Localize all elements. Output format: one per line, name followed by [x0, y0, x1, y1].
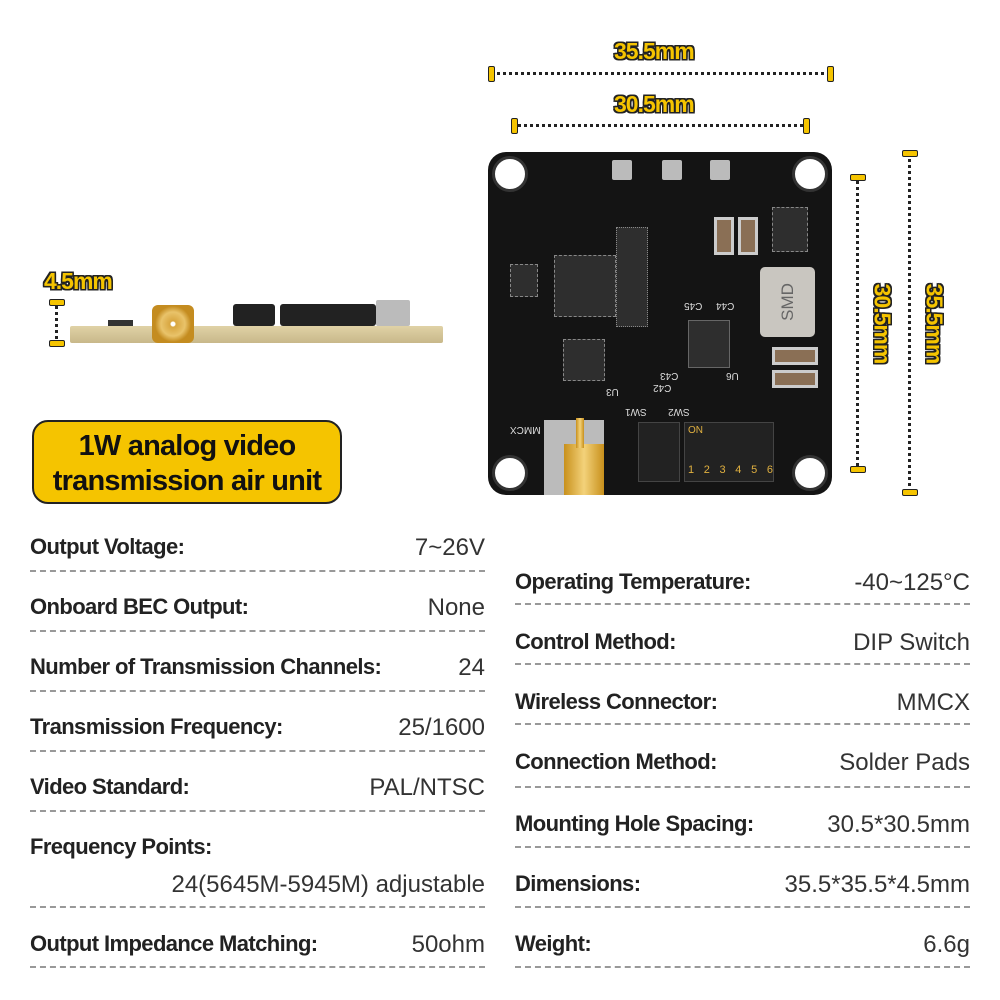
dip-switch-2pos[interactable]	[638, 422, 680, 482]
spec-row: Connection Method: Solder Pads	[515, 747, 970, 788]
label-c44: C44	[716, 300, 735, 311]
spec-label: Output Impedance Matching:	[30, 931, 318, 956]
spec-value: -40~125°C	[854, 569, 970, 596]
capacitor	[738, 217, 758, 255]
capacitor	[772, 347, 818, 365]
dimension-height-holes: 30.5mm	[869, 283, 896, 364]
spec-value: 30.5*30.5mm	[827, 811, 970, 838]
spec-label: Output Voltage:	[30, 534, 185, 559]
main-chip	[554, 255, 616, 317]
spec-label: Dimensions:	[515, 871, 641, 896]
dip-switch-side	[233, 304, 275, 326]
label-on: ON	[688, 425, 703, 436]
solder-pad	[612, 160, 632, 180]
spec-row: Wireless Connector: MMCX	[515, 687, 970, 725]
mounting-hole	[492, 455, 528, 491]
dimension-line-height-holes	[850, 174, 866, 473]
spec-label: Frequency Points:	[30, 834, 212, 859]
spec-row: Frequency Points: 24(5645M-5945M) adjusta…	[30, 832, 485, 908]
spec-row: Dimensions: 35.5*35.5*4.5mm	[515, 869, 970, 908]
dimension-line-width-outer	[488, 66, 834, 82]
u6-regulator	[688, 320, 730, 368]
mmcx-connector-side	[152, 305, 194, 343]
title-line-1: 1W analog video	[78, 430, 297, 462]
regulator-chip	[772, 207, 808, 252]
spec-label: Control Method:	[515, 629, 676, 654]
solder-pad	[662, 160, 682, 180]
dimension-line-height-outer	[902, 150, 918, 496]
inductor-side	[376, 300, 410, 326]
spec-row: Operating Temperature: -40~125°C	[515, 567, 970, 605]
solder-pad	[710, 160, 730, 180]
capacitor	[772, 370, 818, 388]
capacitor	[714, 217, 734, 255]
mounting-hole	[792, 455, 828, 491]
spec-label: Connection Method:	[515, 749, 717, 774]
spec-value: 24(5645M-5945M) adjustable	[171, 871, 485, 898]
spec-value: 6.6g	[923, 931, 970, 958]
side-component	[108, 320, 133, 326]
dimension-line-thickness	[49, 299, 65, 347]
passive-array	[616, 227, 648, 327]
dimension-width-holes: 30.5mm	[614, 91, 695, 117]
spec-value: 7~26V	[414, 534, 485, 561]
title-line-2: transmission air unit	[52, 465, 322, 497]
spec-row: Number of Transmission Channels: 24	[30, 652, 485, 692]
spec-row: Output Impedance Matching: 50ohm	[30, 929, 485, 968]
title-badge: 1W analog video transmission air unit	[32, 420, 342, 504]
spec-label: Video Standard:	[30, 774, 190, 799]
dimension-width-outer: 35.5mm	[614, 38, 695, 64]
crystal	[510, 264, 538, 297]
label-u6: U6	[726, 370, 739, 381]
spec-label: Operating Temperature:	[515, 569, 751, 594]
label-u3: U3	[606, 386, 619, 397]
label-c42: C42	[653, 382, 672, 393]
spec-row: Onboard BEC Output: None	[30, 592, 485, 632]
side-view-pcb	[70, 326, 443, 343]
label-mmcx: MMCX	[510, 424, 541, 435]
dip-switch-6pos[interactable]	[684, 422, 774, 482]
spec-value: None	[427, 594, 485, 621]
spec-label: Onboard BEC Output:	[30, 594, 249, 619]
dimension-height-outer: 35.5mm	[921, 283, 948, 364]
u3-chip	[563, 339, 605, 381]
mmcx-connector	[564, 444, 604, 495]
dip-switch-side	[280, 304, 376, 326]
spec-label: Wireless Connector:	[515, 689, 718, 714]
mmcx-pin	[576, 418, 584, 448]
spec-value: Solder Pads	[839, 749, 970, 776]
spec-value: MMCX	[896, 689, 970, 716]
spec-value: 24	[458, 654, 485, 681]
label-c43: C43	[660, 370, 679, 381]
spec-row: Control Method: DIP Switch	[515, 627, 970, 665]
spec-value: 25/1600	[398, 714, 485, 741]
spec-row: Weight: 6.6g	[515, 929, 970, 968]
spec-value: DIP Switch	[853, 629, 970, 656]
spec-value: PAL/NTSC	[369, 774, 485, 801]
dimension-line-width-holes	[511, 118, 810, 134]
spec-label: Mounting Hole Spacing:	[515, 811, 754, 836]
label-sw2: SW2	[668, 406, 690, 417]
smd-inductor: SMD	[760, 267, 815, 337]
pcb-board-top-view: SMD U3 U6 C42 C43 C44 C45 SW1 SW2 MMCX O…	[488, 152, 832, 495]
mounting-hole	[792, 156, 828, 192]
label-c45: C45	[684, 300, 703, 311]
spec-row: Mounting Hole Spacing: 30.5*30.5mm	[515, 809, 970, 848]
mounting-hole	[492, 156, 528, 192]
spec-label: Transmission Frequency:	[30, 714, 283, 739]
spec-label: Number of Transmission Channels:	[30, 654, 382, 679]
label-sw1: SW1	[625, 406, 647, 417]
spec-value: 50ohm	[411, 931, 485, 958]
dimension-thickness: 4.5mm	[44, 268, 113, 294]
spec-label: Weight:	[515, 931, 592, 956]
spec-row: Transmission Frequency: 25/1600	[30, 712, 485, 752]
spec-row: Output Voltage: 7~26V	[30, 532, 485, 572]
spec-row: Video Standard: PAL/NTSC	[30, 772, 485, 812]
spec-value: 35.5*35.5*4.5mm	[784, 871, 970, 898]
